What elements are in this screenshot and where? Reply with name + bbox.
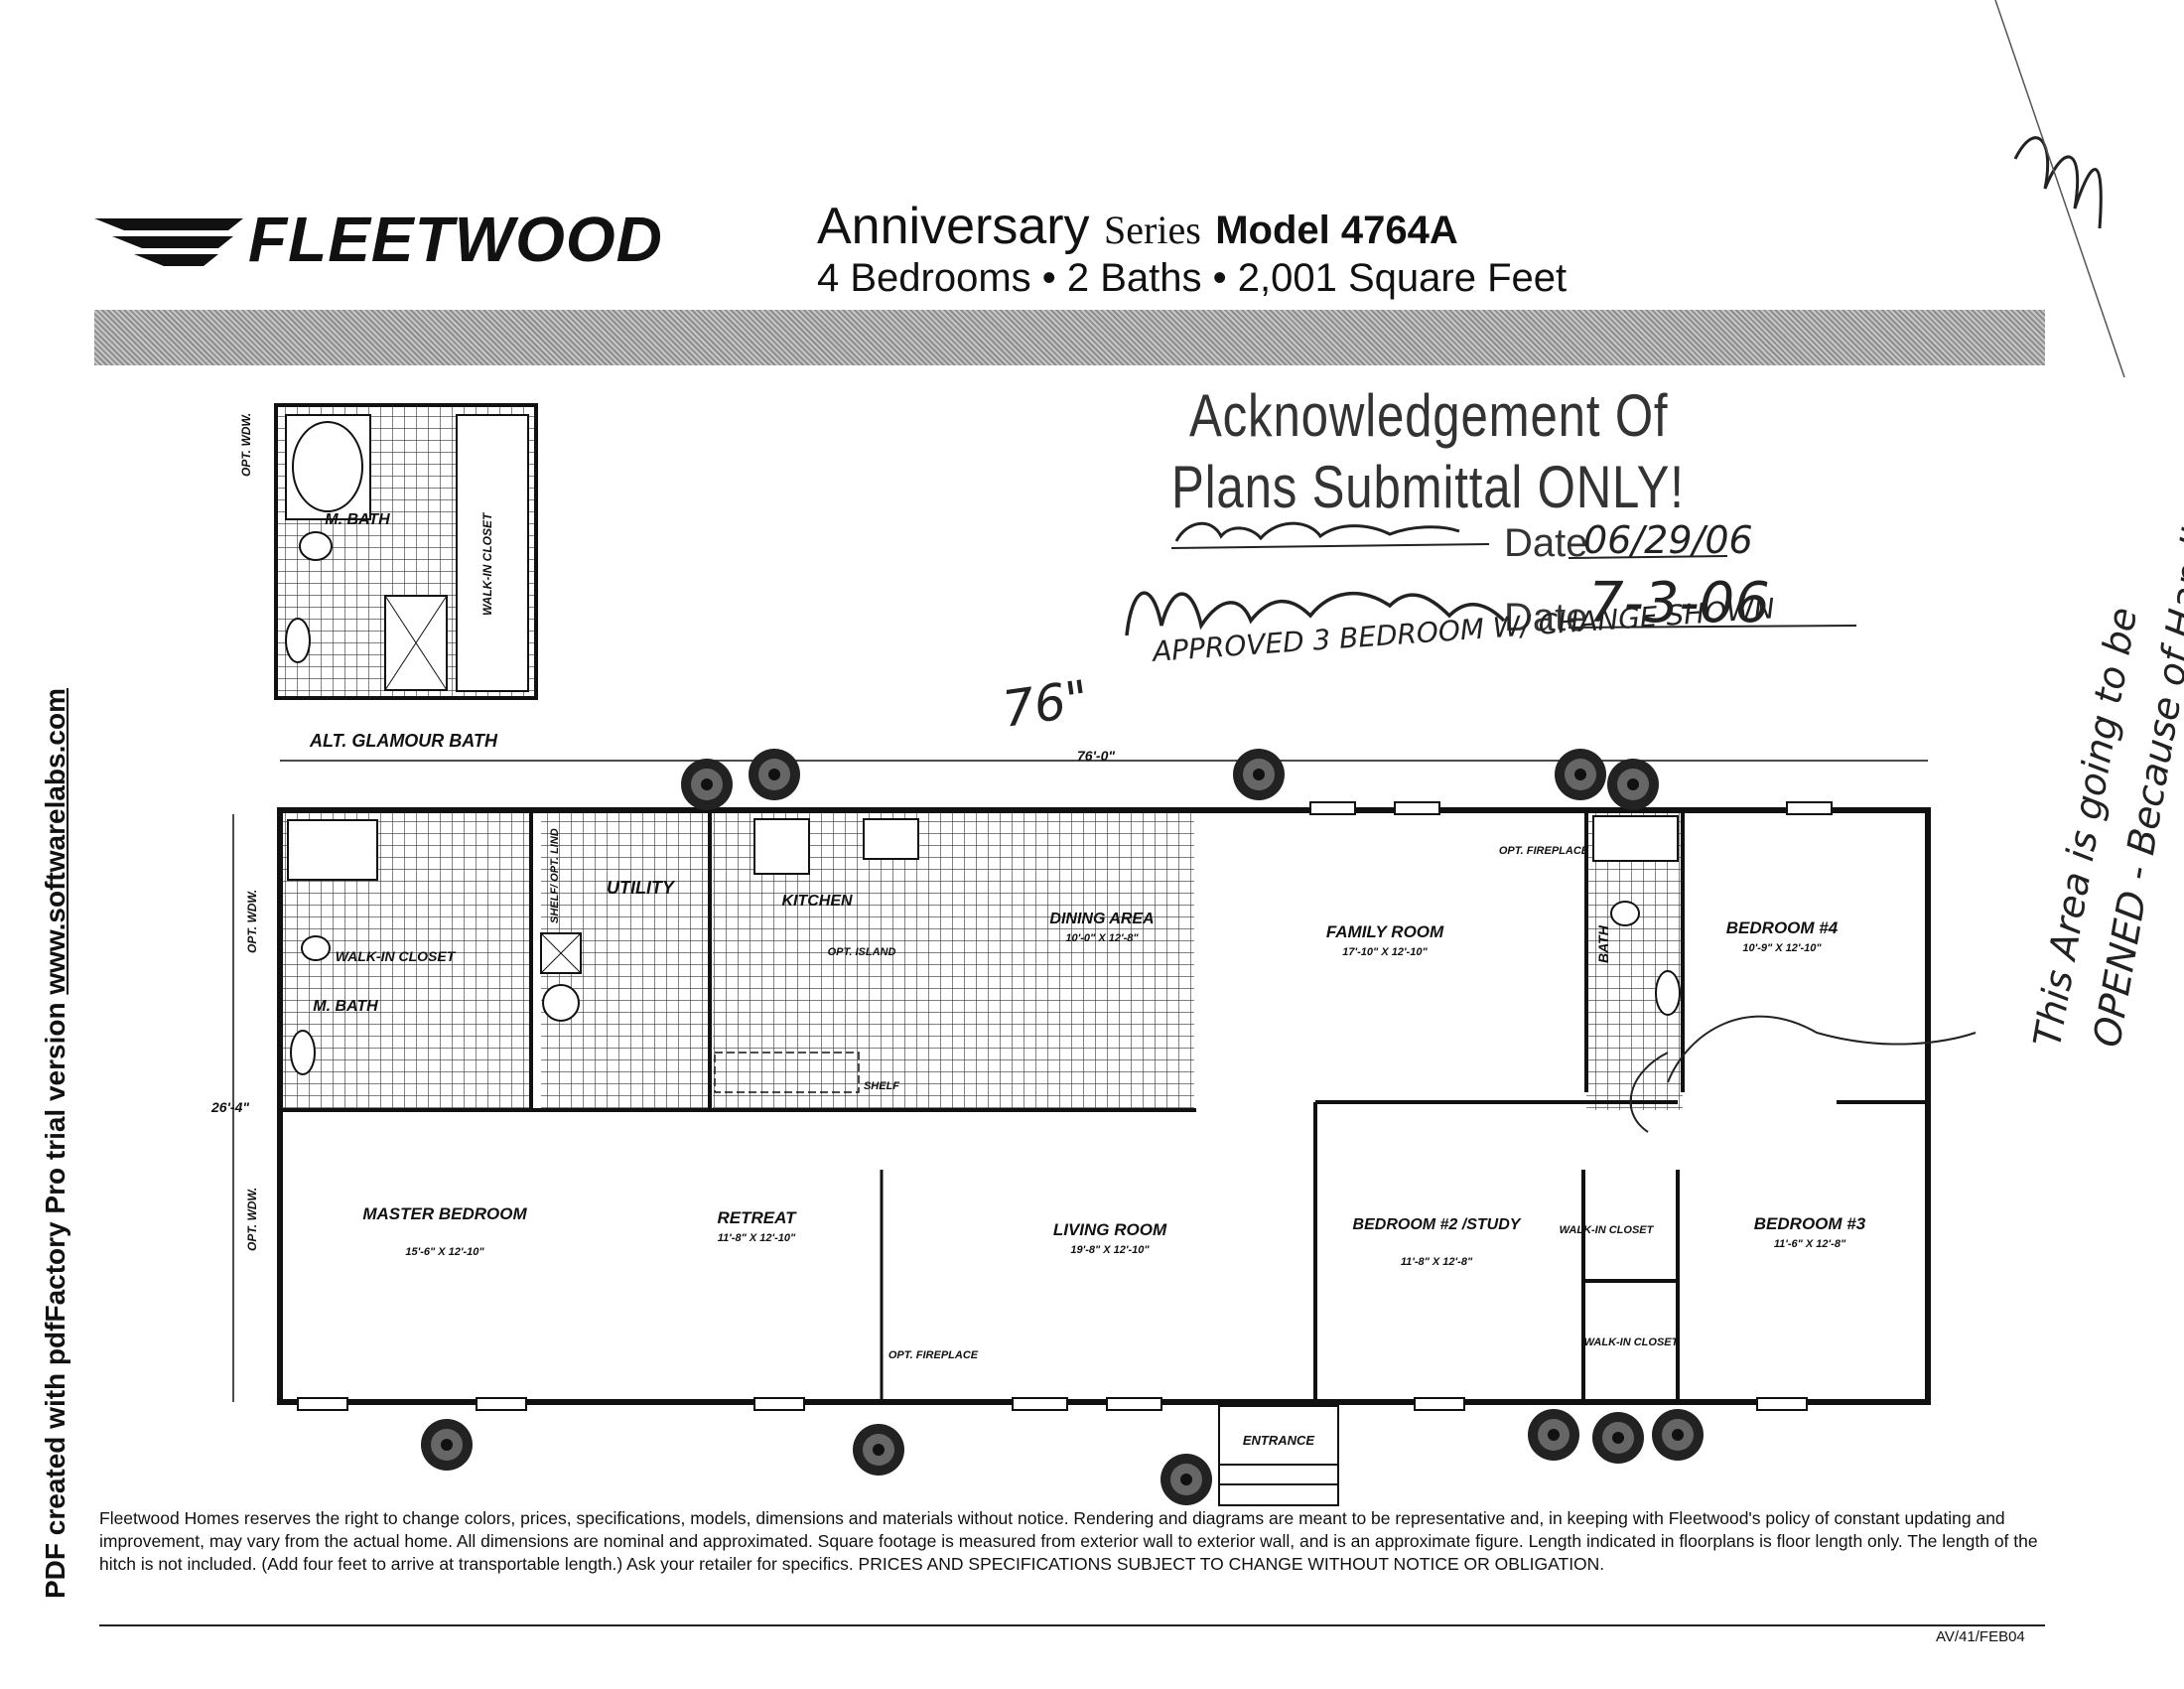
master-bedroom-size: 15'-6" X 12'-10" — [405, 1246, 484, 1258]
pdf-watermark: PDF created with pdfFactory Pro trial ve… — [40, 688, 71, 1599]
document-code: AV/41/FEB04 — [1936, 1628, 2025, 1645]
series-prefix: Anniversary — [817, 198, 1090, 255]
bedroom3-size: 11'-6" X 12'-8" — [1774, 1238, 1846, 1250]
retreat-size: 11'-8" X 12'-10" — [718, 1232, 796, 1244]
dim-width: 76'-0" — [1077, 748, 1115, 764]
opt-fireplace-top-label: OPT. FIREPLACE — [1499, 845, 1589, 857]
date-label-1: Date — [1504, 521, 1588, 565]
opt-wdw-label-2: OPT. WDW. — [245, 890, 259, 953]
shelf-opt-lind-label: SHELF/ OPT. LIND — [549, 828, 561, 923]
pdf-watermark-text: PDF created with pdfFactory Pro trial ve… — [40, 1002, 70, 1599]
master-bedroom-label: MASTER BEDROOM — [362, 1204, 527, 1223]
footer-rule — [99, 1624, 2045, 1626]
alt-bath-room-label: M. BATH — [325, 511, 390, 528]
opt-wdw-label-3: OPT. WDW. — [245, 1188, 259, 1251]
alt-glamour-bath: M. BATH OPT. WDW. WALK-IN CLOSET ALT. GL… — [239, 403, 538, 751]
dim-depth: 26'-4" — [210, 1099, 249, 1115]
alt-bath-label: ALT. GLAMOUR BATH — [309, 731, 498, 751]
stamp-line1: Acknowledgement Of — [1189, 382, 1669, 449]
m-bath-label: M. BATH — [313, 998, 378, 1015]
model-name: Model 4764A — [1215, 209, 1458, 252]
logo-text: FLEETWOOD — [248, 204, 663, 275]
entrance-label: ENTRANCE — [1243, 1433, 1315, 1448]
bedroom2-label: BEDROOM #2 /STUDY — [1353, 1216, 1522, 1233]
retreat-label: RETREAT — [717, 1208, 797, 1227]
date-value-2: 7-3-06 — [1588, 571, 1770, 635]
date-value-1: 06/29/06 — [1583, 518, 1753, 562]
date-label-2: Date — [1504, 596, 1588, 639]
opt-wdw-label-1: OPT. WDW. — [239, 413, 253, 477]
shelf-label: SHELF — [864, 1080, 899, 1092]
dining-label: DINING AREA — [1049, 911, 1154, 927]
page-title: Anniversary Series Model 4764A — [817, 197, 1458, 256]
walk-in-closet-2-label: WALK-IN CLOSET — [1560, 1224, 1655, 1236]
utility-label: UTILITY — [607, 878, 676, 898]
opt-island-label: OPT. ISLAND — [828, 946, 896, 958]
living-room-label: LIVING ROOM — [1053, 1220, 1167, 1239]
pdf-watermark-url[interactable]: www.softwarelabs.com — [40, 688, 70, 995]
family-room-label: FAMILY ROOM — [1326, 922, 1444, 941]
dining-size: 10'-0" X 12'-8" — [1065, 932, 1139, 944]
bedroom3-label: BEDROOM #3 — [1754, 1214, 1866, 1233]
fleetwood-logo: FLEETWOOD — [94, 199, 710, 278]
disclaimer: Fleetwood Homes reserves the right to ch… — [99, 1508, 2038, 1574]
kitchen-label: KITCHEN — [781, 893, 853, 910]
alt-bath-closet-label: WALK-IN CLOSET — [480, 511, 494, 616]
header-band — [94, 310, 2045, 365]
bedroom2-size: 11'-8" X 12'-8" — [1401, 1256, 1473, 1268]
bath-label: BATH — [1595, 924, 1611, 963]
walk-in-closet-3-label: WALK-IN CLOSET — [1584, 1337, 1680, 1348]
fleetwood-logo-icon — [94, 218, 243, 266]
stamp-line2: Plans Submittal ONLY! — [1171, 454, 1685, 520]
series-word: Series — [1104, 208, 1201, 252]
specs-line: 4 Bedrooms • 2 Baths • 2,001 Square Feet — [817, 256, 1568, 300]
bedroom4-size: 10'-9" X 12'-10" — [1742, 942, 1822, 954]
living-room-size: 19'-8" X 12'-10" — [1070, 1244, 1150, 1256]
walk-in-closet-label: WALK-IN CLOSET — [336, 948, 457, 964]
bedroom4-label: BEDROOM #4 — [1726, 918, 1839, 937]
opt-fireplace-bottom-label: OPT. FIREPLACE — [888, 1349, 979, 1361]
family-room-size: 17'-10" X 12'-10" — [1342, 946, 1428, 958]
